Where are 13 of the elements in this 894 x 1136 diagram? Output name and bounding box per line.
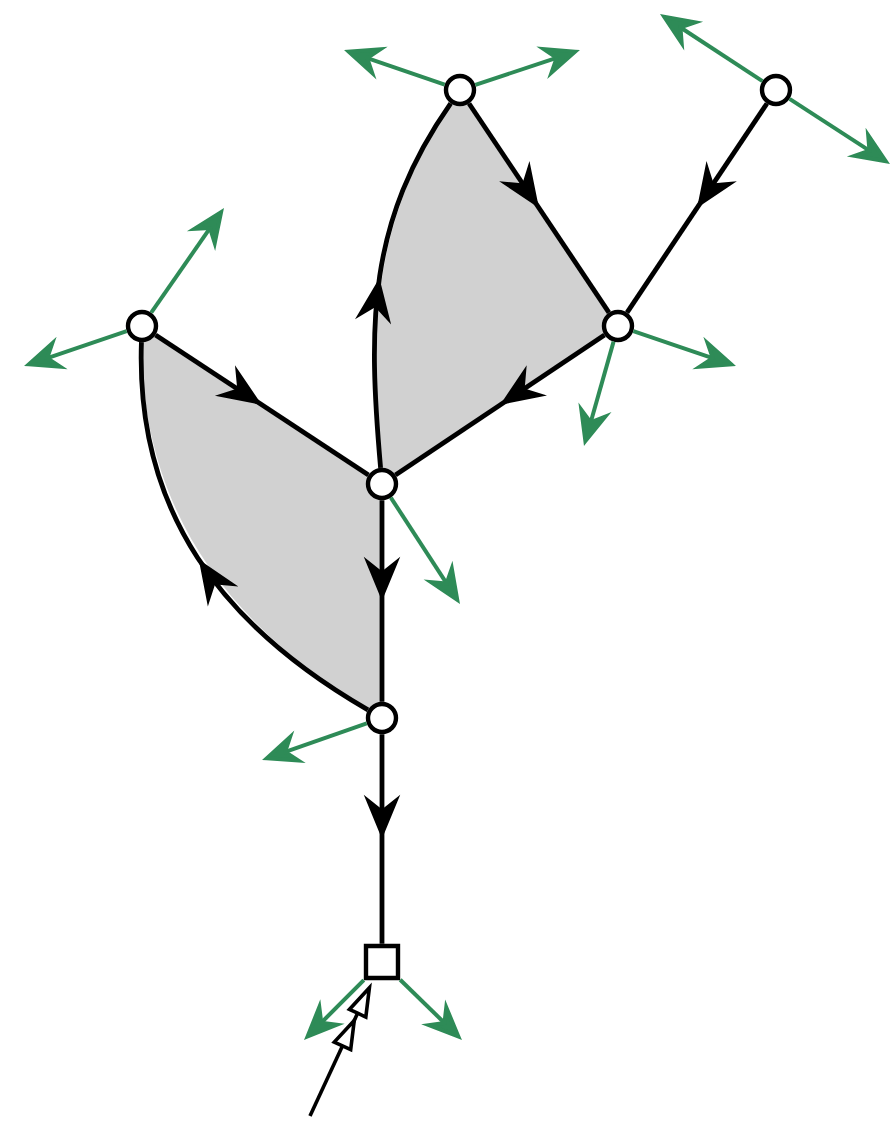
node-circle	[365, 467, 399, 501]
arrow	[139, 342, 370, 712]
arrow	[355, 101, 453, 469]
node-circle	[125, 309, 159, 343]
square-node	[363, 943, 401, 981]
node-circle	[759, 73, 793, 107]
node-circle	[443, 73, 477, 107]
node-circle	[601, 309, 635, 343]
arrow	[154, 332, 370, 478]
arrow	[394, 333, 606, 477]
arrow	[625, 102, 769, 314]
arrow	[467, 102, 611, 314]
node-circle	[365, 701, 399, 735]
